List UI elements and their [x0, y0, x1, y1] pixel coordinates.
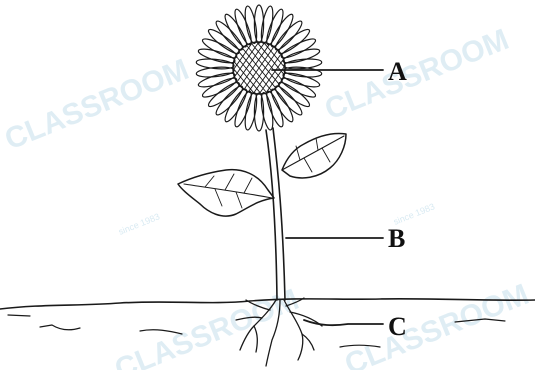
hatch-line: [242, 48, 276, 88]
petal: [224, 88, 248, 123]
petal: [278, 28, 311, 55]
flower-head: [195, 4, 323, 132]
soil-mark: [7, 314, 31, 317]
watermark-tagline: since 1983: [117, 211, 161, 237]
hatch-line: [264, 43, 285, 68]
watermark-text: CLASSROOM: [110, 283, 303, 370]
petal: [270, 13, 294, 48]
petal: [278, 81, 311, 108]
hatch-line: [266, 66, 285, 93]
petal: [201, 77, 238, 98]
petal: [282, 72, 321, 88]
label-a: A: [388, 57, 407, 86]
petal: [195, 66, 235, 78]
petal: [280, 38, 317, 59]
petal: [274, 20, 303, 51]
leader-line-c: [303, 319, 384, 327]
petal: [195, 58, 235, 70]
labels: A B C: [388, 57, 407, 341]
hatch-line: [248, 50, 278, 92]
petal: [215, 85, 244, 116]
petal: [266, 8, 284, 46]
leaf-right: [281, 132, 347, 179]
petal: [260, 91, 274, 131]
label-c: C: [388, 312, 407, 341]
petal: [224, 13, 248, 48]
hatch-line: [253, 54, 281, 93]
ground: [0, 297, 535, 348]
hatch-line: [240, 44, 270, 86]
hatch-line: [259, 59, 284, 94]
hatch-line: [251, 43, 282, 80]
petal: [234, 90, 252, 128]
flower-center: [232, 41, 286, 95]
watermark-text: CLASSROOM: [0, 53, 193, 157]
label-b: B: [388, 224, 405, 253]
petal: [283, 58, 323, 70]
petal: [197, 48, 236, 64]
petal: [197, 72, 236, 88]
hatch-line: [246, 45, 280, 85]
petal: [282, 48, 321, 64]
petals: [195, 4, 323, 132]
ground-line: [0, 297, 535, 310]
soil-mark: [454, 318, 506, 323]
hatch-line: [257, 42, 284, 75]
petal: [253, 92, 265, 132]
soil-mark: [139, 329, 183, 335]
hatch-line: [234, 42, 259, 77]
petal: [207, 81, 240, 108]
petal: [270, 88, 294, 123]
petal: [266, 90, 284, 128]
hatch-line: [236, 56, 267, 93]
petal: [274, 85, 303, 116]
flower-center-hatching: [233, 42, 285, 94]
stem: [265, 127, 286, 301]
petal: [215, 20, 244, 51]
petal: [283, 66, 323, 78]
hatch-line: [238, 51, 272, 91]
watermark-text: CLASSROOM: [320, 23, 513, 127]
hatch-line: [234, 61, 261, 94]
petal: [253, 4, 265, 44]
petal: [244, 5, 258, 45]
leader-lines: [271, 69, 384, 327]
soil-mark: [39, 324, 81, 331]
hatch-line: [237, 43, 265, 82]
leaf-left: [177, 168, 275, 217]
roots: [235, 297, 323, 367]
petal: [207, 28, 240, 55]
petal: [234, 8, 252, 46]
soil-mark: [339, 344, 381, 348]
